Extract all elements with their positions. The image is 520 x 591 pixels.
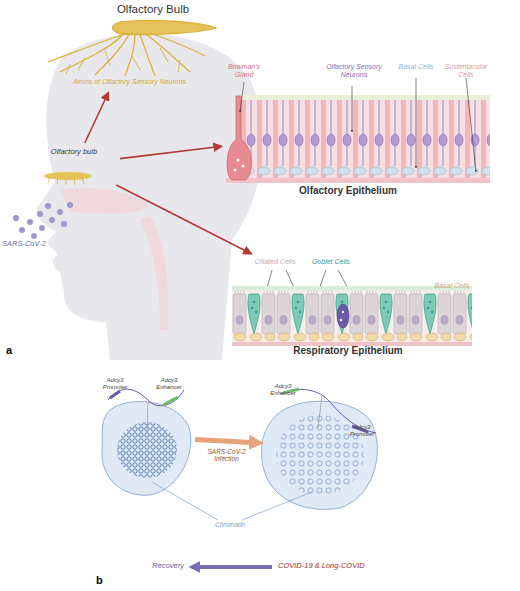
cell-label: Respiratory Epithelium [268, 345, 428, 356]
cell-label: Adcy3 Enhancer [152, 377, 186, 390]
cell-label: Axons of Olfactory Sensory Neurons [42, 78, 217, 86]
annotation-label: Recovery [120, 562, 184, 570]
cell-label: Olfactory Epithelium [268, 185, 428, 196]
dna-loops [108, 389, 376, 520]
edge-label: SARS-CoV-2 Infection [197, 448, 257, 463]
olfactory-epithelium-illustration [226, 95, 490, 183]
small-bulb [44, 172, 92, 180]
annotation-label: a [6, 344, 18, 356]
head-silhouette [37, 34, 264, 360]
cell-label: Adcy3 Enhancer [266, 383, 300, 396]
nasal-cavity [60, 188, 150, 214]
virus-particles [13, 202, 73, 239]
connector-arrow [195, 440, 258, 443]
annotation-label: COVID-19 & Long-COVID [278, 562, 388, 570]
illustration-panel: Bowman's Gland Olfactory Sensory Neurons B… [222, 60, 494, 200]
illustration-panel: Olfactory BulbAxons of Olfactory Sensory… [40, 0, 220, 92]
connector-arrow [120, 146, 222, 158]
cell-label: Olfactory bulb [36, 148, 112, 156]
connector-arrow [85, 92, 109, 143]
cell-label: Bowman's Gland [224, 63, 264, 79]
cell-label: Adcy3 Promoter [98, 377, 132, 390]
cell-label: Goblet Cells [306, 258, 356, 266]
annotation-label: Chromatin [205, 521, 255, 528]
cell-label: Olfactory Bulb [98, 3, 208, 16]
recovery-arrow [192, 565, 272, 569]
illustration-panel: Olfactory bulb [30, 143, 120, 185]
illustration-panel: Adcy3 Promoter Adcy3 Enhancer [95, 374, 195, 500]
annotation-label: SARS-CoV-2 [2, 240, 54, 248]
cell-label: Sustentacular Cells [440, 63, 492, 79]
illustration-panel: Ciliated Cells Goblet CellsBasal CellsRes… [228, 254, 480, 358]
connector-arrow [116, 185, 252, 254]
cell-label: Basal Cells [428, 282, 476, 290]
cell-label: Adcy3 Promoter [345, 424, 379, 437]
respiratory-epithelium-illustration [232, 286, 472, 346]
olfactory-bulb-illustration [48, 20, 216, 76]
cell-label: Olfactory Sensory Neurons [318, 63, 390, 79]
annotation-label: b [96, 574, 108, 586]
cell-label: Ciliated Cells [250, 258, 300, 266]
chromatin-nuclei [102, 401, 377, 509]
head-shape [37, 34, 264, 360]
illustration-panel: Adcy3 EnhancerAdcy3 Promoter [258, 378, 380, 514]
airway [140, 215, 168, 330]
small-bulb-axons [48, 176, 84, 185]
cell-label: Basal Cells [394, 63, 438, 71]
